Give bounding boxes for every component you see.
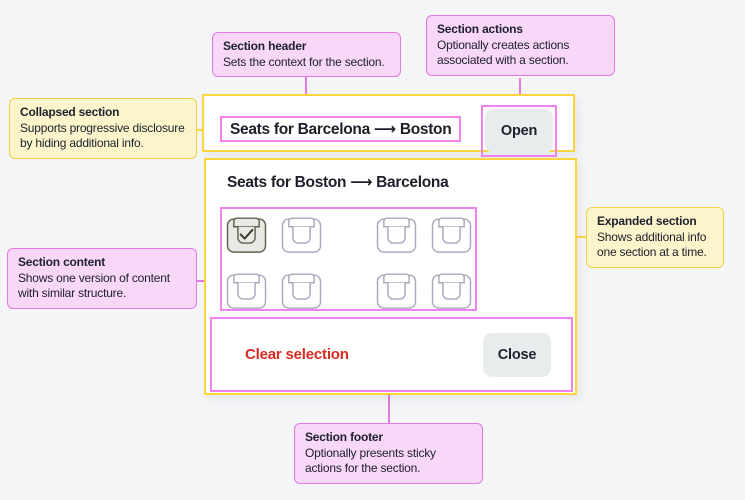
seat[interactable]: [226, 271, 267, 309]
open-button[interactable]: Open: [485, 109, 553, 153]
callout-collapsed-section: Collapsed section Supports progressive d…: [9, 98, 197, 159]
section-footer-bar: Clear selection Close: [210, 317, 573, 392]
seat-icon: [376, 217, 417, 253]
seat-grid: [220, 207, 477, 311]
callout-body: Sets the context for the section.: [223, 54, 385, 69]
seat[interactable]: [431, 271, 472, 309]
seat-icon: [431, 273, 472, 309]
callout-title: Expanded section: [597, 214, 697, 228]
callout-body: Shows additional info one section at a t…: [597, 229, 707, 260]
collapsed-section-title: Seats for Barcelona ⟶ Boston: [230, 120, 452, 138]
seat[interactable]: [281, 271, 322, 309]
callout-title: Section actions: [437, 22, 523, 36]
accordion-collapsed-section: Seats for Barcelona ⟶ Boston Open: [202, 94, 575, 157]
seat[interactable]: [376, 271, 417, 309]
seat[interactable]: [376, 215, 417, 253]
connector-expanded-section: [575, 236, 588, 238]
callout-title: Section footer: [305, 430, 383, 444]
collapsed-section-title-highlight: Seats for Barcelona ⟶ Boston: [220, 116, 462, 142]
open-button-highlight: Open: [481, 105, 557, 157]
callout-title: Collapsed section: [20, 105, 120, 119]
expanded-section-title: Seats for Boston ⟶ Barcelona: [227, 174, 449, 191]
callout-body: Shows one version of content with simila…: [18, 270, 170, 301]
connector-section-footer: [388, 391, 390, 424]
seat-selected[interactable]: [226, 215, 267, 253]
seat-icon: [226, 273, 267, 309]
seat-icon: [281, 273, 322, 309]
seat[interactable]: [281, 215, 322, 253]
seat-icon: [376, 273, 417, 309]
callout-title: Section header: [223, 39, 307, 53]
callout-title: Section content: [18, 255, 106, 269]
close-button[interactable]: Close: [483, 332, 551, 377]
callout-section-actions: Section actions Optionally creates actio…: [426, 15, 615, 76]
check-icon: [239, 228, 254, 240]
connector-section-actions: [519, 78, 521, 107]
callout-section-content: Section content Shows one version of con…: [7, 248, 197, 309]
seat-icon: [281, 217, 322, 253]
callout-body: Supports progressive disclosure by hidin…: [20, 120, 185, 151]
accordion-expanded-section: Seats for Boston ⟶ Barcelona: [204, 158, 577, 395]
seat-icon: [431, 217, 472, 253]
callout-body: Optionally creates actions associated wi…: [437, 37, 570, 68]
callout-expanded-section: Expanded section Shows additional info o…: [586, 207, 724, 268]
seat[interactable]: [431, 215, 472, 253]
callout-section-header: Section header Sets the context for the …: [212, 32, 401, 78]
connector-collapsed-section: [195, 129, 204, 131]
seat-icon: [226, 217, 267, 253]
callout-body: Optionally presents sticky actions for t…: [305, 445, 436, 476]
callout-section-footer: Section footer Optionally presents stick…: [294, 423, 483, 484]
clear-selection-button[interactable]: Clear selection: [245, 346, 349, 363]
